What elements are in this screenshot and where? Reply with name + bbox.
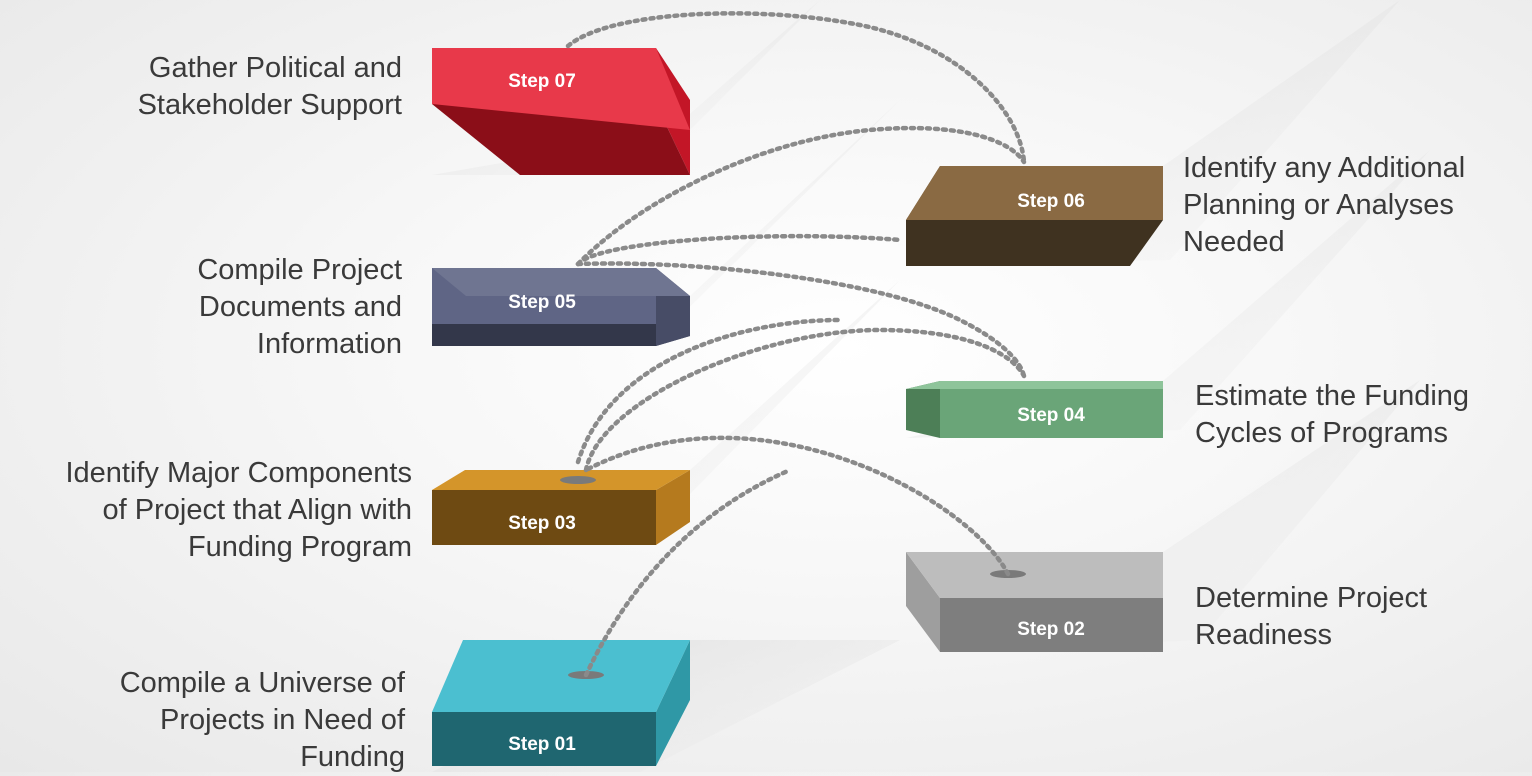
step-04-label: Step 04: [1017, 405, 1085, 426]
connector-line: [583, 435, 1011, 577]
block-shadow: [940, 380, 1420, 652]
step-01-block-front: [432, 712, 656, 766]
connector-line: [575, 317, 843, 465]
step-03-block: Step 03: [432, 470, 690, 545]
step-04-block-side: [906, 381, 940, 438]
block-shadow: [906, 150, 1430, 438]
step-02-description: Determine Project Readiness: [1195, 582, 1428, 651]
step-06-label: Step 06: [1017, 191, 1085, 212]
step-02-block-top: [906, 552, 1163, 598]
step-03-description: Identify Major Components of Project tha…: [65, 457, 412, 563]
step-02-label: Step 02: [1017, 619, 1085, 640]
step-04-description: Estimate the Funding Cycles of Programs: [1195, 380, 1470, 449]
step-05-block: Step 05: [432, 268, 690, 346]
step-05-block-underside: [432, 324, 690, 346]
step-07-label: Step 07: [508, 71, 576, 92]
step-05-description: Compile Project Documents and Informatio…: [197, 254, 402, 360]
connector-line: [575, 125, 1027, 267]
step-01-label: Step 01: [508, 734, 576, 755]
connector-anchor: [560, 476, 596, 484]
step-06-block: Step 06: [906, 166, 1163, 266]
step-02-block: Step 02: [906, 552, 1163, 652]
step-06-block-top: [906, 166, 1163, 220]
step-04-block-front: [940, 381, 1163, 438]
step-06-block-front: [906, 220, 1163, 266]
step-01-block-side: [656, 640, 690, 766]
dotted-connectors: [565, 11, 1027, 678]
step-blocks: Step 01 Step 02 Step 03 Step 04 Step 05 Step …: [432, 48, 1163, 766]
step-07-description: Gather Political and Stakeholder Support: [137, 52, 402, 121]
step-02-block-front: [940, 598, 1163, 652]
step-06-description: Identify any Additional Planning or Anal…: [1183, 152, 1466, 258]
connector-line: [583, 467, 793, 678]
connector-line: [583, 327, 1027, 473]
step-07-block: Step 07: [432, 48, 690, 175]
step-01-block: Step 01: [432, 640, 690, 766]
step-02-block-side: [906, 552, 940, 652]
connector-line: [575, 233, 903, 267]
step-01-description: Compile a Universe of Projects in Need o…: [119, 667, 405, 773]
step-05-block-top: [432, 268, 690, 296]
step-01-block-top: [432, 640, 690, 712]
step-03-label: Step 03: [508, 513, 576, 534]
connector-line: [565, 11, 1027, 165]
step-03-block-front: [432, 490, 656, 545]
step-04-block-top: [906, 381, 1163, 389]
step-03-block-side: [656, 470, 690, 545]
step-07-block-top: [432, 48, 690, 130]
connector-line: [575, 261, 1027, 379]
step-04-block: Step 04: [906, 381, 1163, 438]
step-05-label: Step 05: [508, 292, 576, 313]
